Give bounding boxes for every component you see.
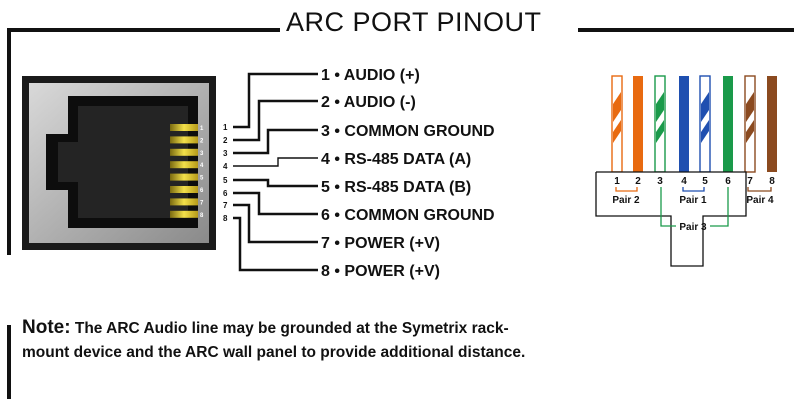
jack-pin-number: 6	[200, 188, 204, 194]
pin-label: 6 • COMMON GROUND	[321, 207, 495, 224]
pair-2-bracket	[615, 187, 638, 192]
jack-pin-number: 2	[200, 138, 204, 144]
wire-8	[767, 76, 777, 172]
jack-pin-number: 7	[200, 200, 204, 206]
jack-pin-7	[170, 198, 198, 206]
connector-outline	[595, 171, 747, 267]
leader-line-1	[233, 72, 318, 129]
wire-2	[633, 76, 643, 172]
wire-3	[654, 75, 666, 173]
leader-line-8	[233, 216, 318, 272]
leader-number: 6	[223, 189, 228, 198]
pair-3-bracket-left	[660, 187, 676, 227]
jack-pin-number: 3	[200, 151, 204, 157]
leader-line-7	[233, 203, 318, 244]
pair-1-bracket	[682, 187, 705, 192]
jack-pin-3	[170, 148, 198, 156]
jack-pin-5	[170, 173, 198, 181]
pin-label: 5 • RS-485 DATA (B)	[321, 179, 471, 196]
leader-number: 3	[223, 149, 228, 158]
leader-number: 8	[223, 214, 228, 223]
wire-number: 2	[635, 176, 641, 187]
pin-label: 8 • POWER (+V)	[321, 263, 440, 280]
jack-pin-8	[170, 210, 198, 218]
pin-label: 3 • COMMON GROUND	[321, 123, 495, 140]
pin-label: 2 • AUDIO (-)	[321, 94, 416, 111]
leader-numbers: 1 2 3 4 5 6 7 8	[223, 123, 228, 223]
wire-number: 5	[702, 176, 708, 187]
leader-line-3	[233, 128, 318, 155]
leader-line-5	[233, 178, 318, 188]
note-label: Note:	[22, 317, 71, 338]
page-title: ARC PORT PINOUT	[286, 7, 542, 37]
note-text: The ARC Audio line may be grounded at th…	[22, 320, 526, 361]
wire-5	[699, 75, 711, 173]
wire-4	[679, 76, 689, 172]
jack-pin-6	[170, 186, 198, 193]
note-paragraph: Note: The ARC Audio line may be grounded…	[22, 316, 542, 365]
pin-leader-lines	[233, 72, 318, 272]
wire-1	[611, 75, 623, 173]
wire-number: 6	[725, 176, 731, 187]
pair-4-bracket	[747, 187, 772, 192]
pin-label: 1 • AUDIO (+)	[321, 67, 420, 84]
wire-number: 8	[769, 176, 775, 187]
pair-4-label: Pair 4	[746, 195, 774, 206]
leader-number: 5	[223, 176, 228, 185]
jack-pin-number: 1	[200, 126, 204, 132]
leader-line-4	[233, 157, 318, 167]
pair-2-label: Pair 2	[612, 195, 640, 206]
pin-labels: 1 • AUDIO (+) 2 • AUDIO (-) 3 • COMMON GRO…	[321, 67, 495, 280]
pin-label: 4 • RS-485 DATA (A)	[321, 151, 471, 168]
frame-top-left	[7, 28, 280, 32]
wire-color-diagram	[611, 75, 777, 173]
jack-pin-number: 8	[200, 213, 204, 219]
jack-pin-number: 5	[200, 176, 204, 182]
leader-line-2	[233, 99, 318, 142]
pair-1-label: Pair 1	[679, 195, 707, 206]
leader-number: 4	[223, 162, 228, 171]
wire-number: 4	[681, 176, 687, 187]
jack-cavity	[58, 106, 188, 218]
leader-line-6	[233, 191, 318, 216]
pair-3-label: Pair 3	[679, 222, 707, 233]
frame-top-right	[578, 28, 794, 32]
wire-number: 3	[657, 176, 663, 187]
jack-pin-4	[170, 161, 198, 169]
leader-number: 7	[223, 201, 228, 210]
leader-number: 1	[223, 123, 228, 132]
pair-3-bracket-right	[710, 187, 729, 227]
frame-left-gap	[7, 255, 11, 325]
jack-pin-1	[170, 124, 198, 131]
frame-left	[7, 28, 11, 399]
jack-pin-contacts: 1 2 3 4 5 6 7 8	[170, 124, 204, 219]
jack-pin-number: 4	[200, 163, 204, 169]
leader-number: 2	[223, 136, 228, 145]
wire-7	[744, 75, 756, 173]
wire-number: 7	[747, 176, 753, 187]
wire-numbers: 1 2 3 4 5 6 7 8	[614, 176, 775, 187]
wire-number: 1	[614, 176, 620, 187]
wire-6	[723, 76, 733, 172]
pin-label: 7 • POWER (+V)	[321, 235, 440, 252]
jack-pin-2	[170, 136, 198, 144]
